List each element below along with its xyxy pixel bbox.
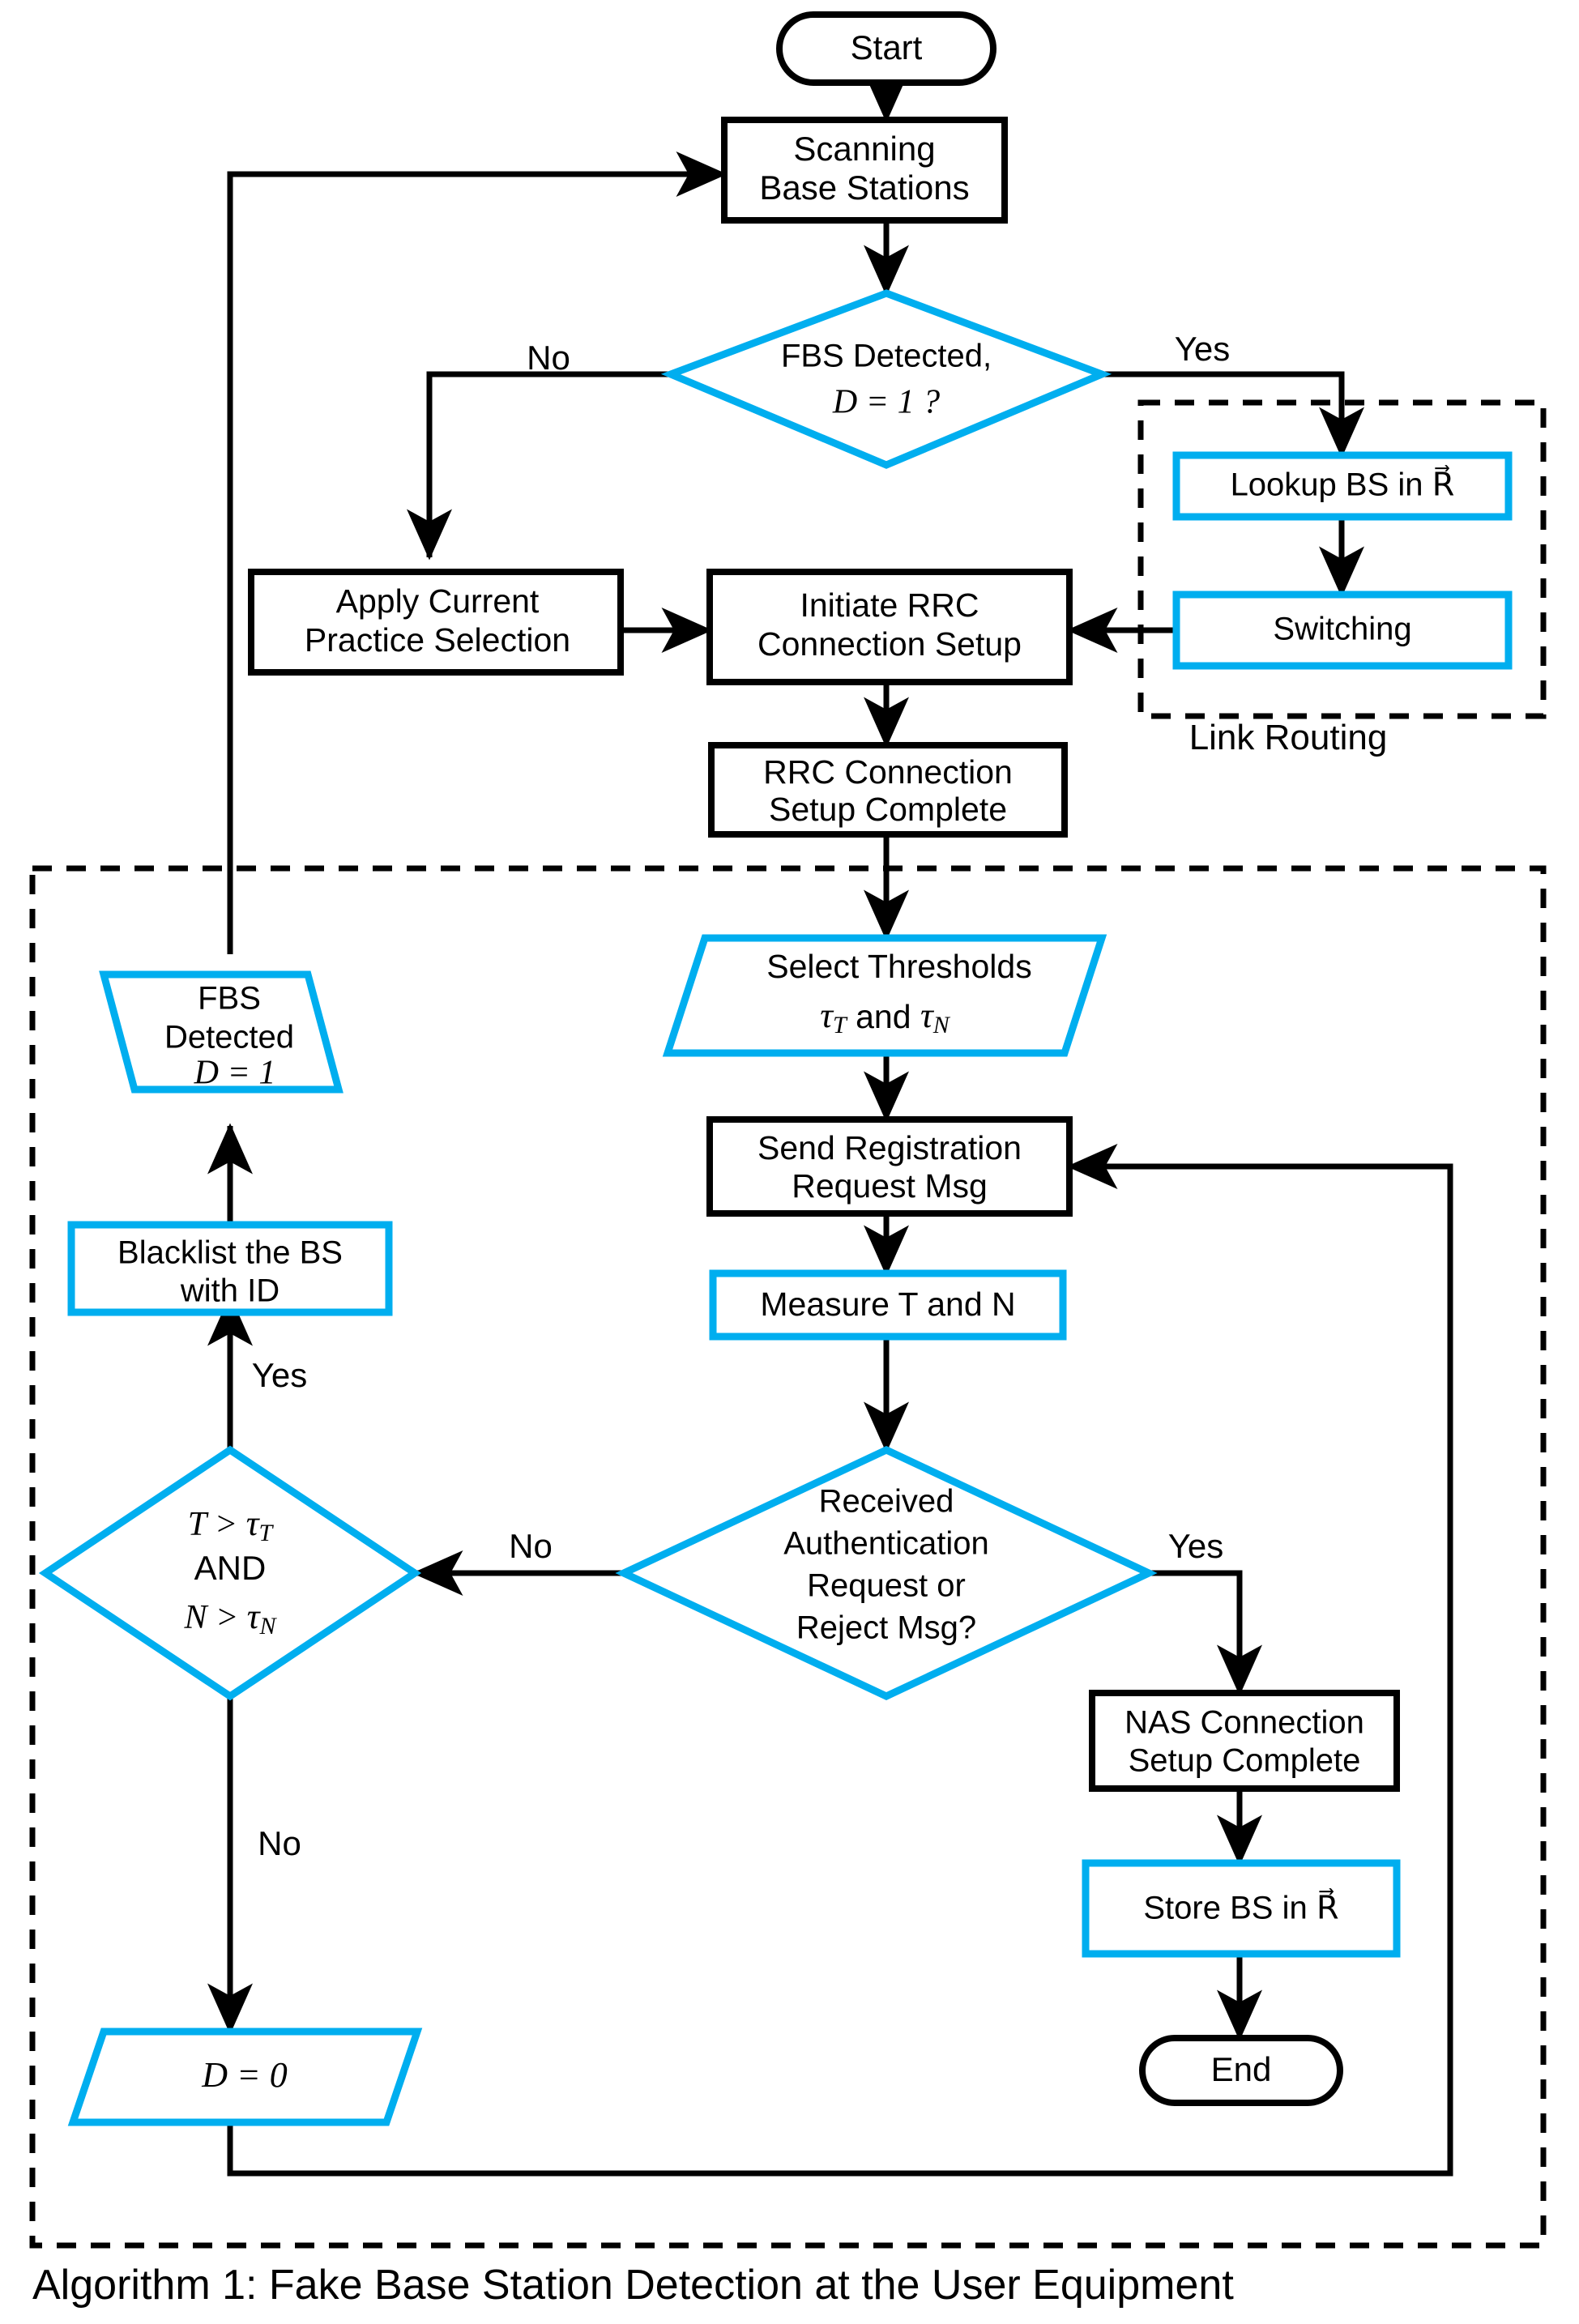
node-select-thresholds-line1: Select Thresholds [766,948,1031,985]
node-measure[interactable]: Measure T and N [709,1269,1067,1341]
node-blacklist-line1: Blacklist the BS [117,1235,343,1271]
node-fbs-detected-decision[interactable]: FBS Detected, D = 1 ? [660,289,1112,469]
node-apply-current-practice[interactable]: Apply Current Practice Selection [248,569,624,676]
edge-label-auth-yes: Yes [1168,1527,1224,1565]
node-store-bs-label: Store BS in R⃗ [1143,1887,1338,1925]
node-initiate-rrc-line2: Connection Setup [757,625,1022,663]
svg-text:N > τN: N > τN [183,1597,277,1640]
node-received-auth-line4: Reject Msg? [796,1610,976,1646]
node-scanning-line1: Scanning [793,130,935,168]
node-scanning-base-stations[interactable]: Scanning Base Stations [721,117,1008,224]
node-end-label: End [1211,2050,1272,2088]
node-start-label: Start [851,28,923,66]
node-d-zero-label: D = 0 [201,2055,287,2095]
node-rrc-complete-line1: RRC Connection [763,753,1013,791]
node-send-registration-line2: Request Msg [792,1167,988,1205]
node-send-registration[interactable]: Send Registration Request Msg [706,1116,1073,1217]
node-apply-line2: Practice Selection [305,621,570,659]
node-fbs-decision-line1: FBS Detected, [781,339,992,374]
node-received-auth-line1: Received [819,1484,954,1520]
edge-label-threshold-no: No [258,1824,301,1862]
node-initiate-rrc[interactable]: Initiate RRC Connection Setup [706,569,1073,685]
node-select-thresholds[interactable]: Select Thresholds τT and τN [662,934,1107,1057]
node-apply-line1: Apply Current [336,582,540,620]
figure-caption: Algorithm 1: Fake Base Station Detection… [32,2262,1234,2309]
node-threshold-line3: N > τN [183,1597,277,1640]
node-received-auth-line2: Authentication [783,1526,989,1562]
svg-text:T > τT: T > τT [188,1503,275,1546]
node-threshold-line2: AND [194,1549,267,1587]
node-blacklist-bs[interactable]: Blacklist the BS with ID [67,1221,393,1316]
node-lookup-bs[interactable]: Lookup BS in R⃗ [1172,451,1513,521]
node-fbs-detected-io[interactable]: FBS Detected D = 1 [99,970,344,1094]
node-nas-line2: Setup Complete [1129,1743,1361,1779]
node-fbs-decision-line2: D = 1 ? [832,384,940,421]
node-threshold-check-decision[interactable]: T > τT AND N > τN [38,1445,422,1701]
group-link-routing [1137,399,1547,719]
node-nas-complete[interactable]: NAS Connection Setup Complete [1089,1690,1400,1792]
node-received-auth-decision[interactable]: Received Authentication Request or Rejec… [615,1446,1158,1700]
node-start[interactable]: Start [776,11,996,86]
node-select-thresholds-line2: τT and τN [820,996,950,1038]
edge-label-threshold-yes: Yes [252,1356,308,1394]
node-fbs-detected-line1: FBS [198,981,261,1017]
edge-label-fbs-no: No [527,339,570,377]
node-store-bs[interactable]: Store BS in R⃗ [1082,1859,1401,1958]
node-measure-label: Measure T and N [760,1286,1015,1323]
node-d-zero[interactable]: D = 0 [67,2028,423,2126]
node-rrc-connection-complete[interactable]: RRC Connection Setup Complete [708,742,1068,838]
node-lookup-bs-label: Lookup BS in R⃗ [1231,464,1455,502]
node-nas-line1: NAS Connection [1125,1705,1364,1741]
edge-label-auth-no: No [509,1527,553,1565]
node-initiate-rrc-line1: Initiate RRC [800,586,979,624]
node-switching-label: Switching [1273,612,1411,647]
node-blacklist-line2: with ID [180,1273,280,1309]
node-fbs-detected-line3: D = 1 [194,1055,276,1092]
node-end[interactable]: End [1139,2035,1343,2106]
connectors [207,71,1453,2177]
group-link-routing-label: Link Routing [1189,718,1388,757]
node-switching[interactable]: Switching [1172,591,1513,670]
node-received-auth-line3: Request or [807,1568,966,1604]
svg-text:τT and τN: τT and τN [820,996,950,1038]
node-threshold-line1: T > τT [188,1503,275,1546]
node-rrc-complete-line2: Setup Complete [769,791,1007,828]
edge-label-fbs-yes: Yes [1175,330,1231,368]
node-fbs-detected-line2: Detected [164,1020,294,1055]
node-scanning-line2: Base Stations [759,168,969,207]
node-send-registration-line1: Send Registration [757,1129,1022,1166]
group-detection-region [29,865,1547,2249]
